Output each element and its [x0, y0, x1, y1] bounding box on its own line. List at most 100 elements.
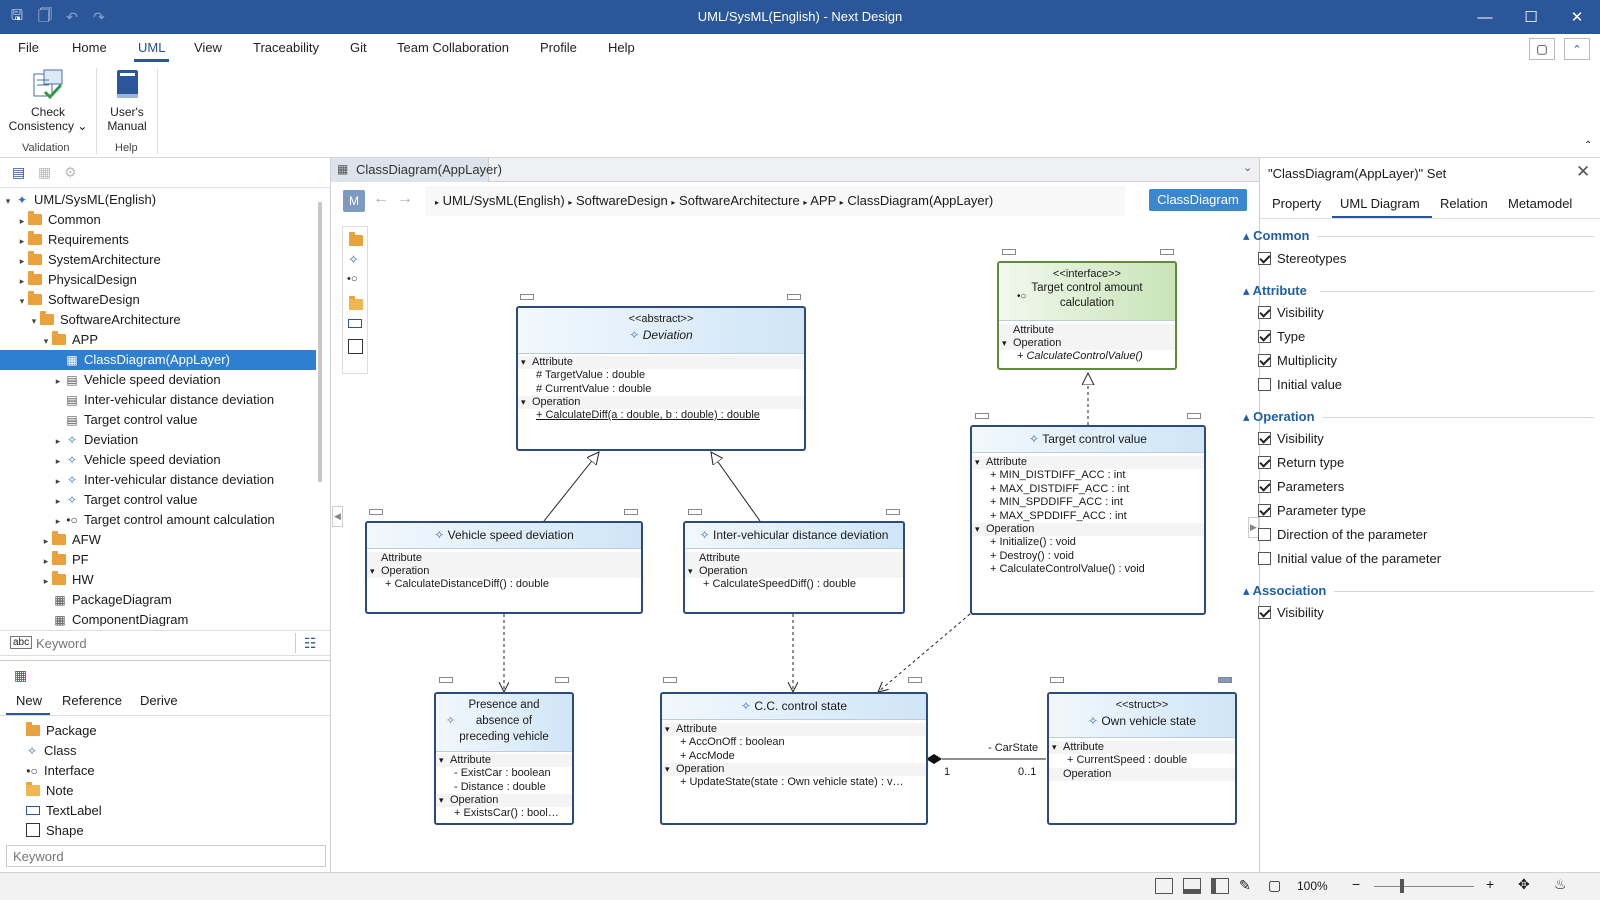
comment-icon[interactable]: ▢: [1529, 38, 1555, 60]
maximize-button[interactable]: ☐: [1524, 9, 1538, 26]
operation-item[interactable]: + CalculateDistanceDiff() : double: [385, 578, 549, 590]
attribute-section[interactable]: Attribute: [662, 723, 926, 736]
layout-icon[interactable]: ▤: [12, 164, 26, 180]
toolbox-icon[interactable]: ▦: [14, 667, 28, 683]
operation-section[interactable]: Operation: [436, 794, 572, 807]
resize-handle[interactable]: [688, 509, 702, 515]
tree-item-app[interactable]: ▾APP: [43, 331, 99, 347]
attribute-section[interactable]: Attribute: [685, 552, 903, 565]
checkbox[interactable]: [1258, 330, 1271, 343]
create-search-input[interactable]: [6, 845, 326, 867]
attribute-section[interactable]: Attribute: [367, 552, 641, 565]
attribute-item[interactable]: + MAX_SPDDIFF_ACC : int: [990, 509, 1127, 522]
edit-view-icon[interactable]: ✎: [1239, 877, 1251, 893]
checkbox[interactable]: [1258, 432, 1271, 445]
palette-note-icon[interactable]: [349, 296, 363, 310]
tree-item-target-control-value-diag[interactable]: ▤Target control value: [52, 410, 197, 430]
tab-derive[interactable]: Derive: [140, 693, 178, 708]
notification-bell-icon[interactable]: ♨: [1554, 876, 1567, 892]
checkbox[interactable]: [1258, 354, 1271, 367]
checkbox[interactable]: [1258, 252, 1271, 265]
interface-target-control-amount[interactable]: <<interface>> Target control amount calc…: [997, 261, 1177, 370]
attribute-section[interactable]: Attribute: [999, 324, 1175, 337]
resize-handle[interactable]: [975, 413, 989, 419]
tree-item-physicaldesign[interactable]: ▸PhysicalDesign: [19, 271, 137, 287]
breadcrumb-item[interactable]: APP: [810, 193, 837, 208]
tree-item-pf[interactable]: ▸PF: [43, 551, 89, 567]
new-interface[interactable]: •○Interface: [24, 763, 94, 778]
zoom-out-icon[interactable]: −: [1352, 876, 1361, 892]
collapse-ribbon-icon[interactable]: ⌃: [1564, 38, 1590, 60]
option-op-direction[interactable]: Direction of the parameter: [1258, 527, 1427, 542]
operation-item[interactable]: + ExistsCar() : bool…: [454, 807, 559, 819]
tree-item-componentdiagram[interactable]: ▦ComponentDiagram: [40, 610, 188, 626]
resize-handle[interactable]: [1218, 677, 1232, 683]
operation-section[interactable]: Operation: [1049, 767, 1235, 781]
left-splitter[interactable]: [330, 158, 331, 872]
operation-item[interactable]: + CalculateControlValue() : void: [990, 563, 1145, 575]
zoom-slider-thumb[interactable]: [1400, 879, 1404, 893]
menu-traceability[interactable]: Traceability: [253, 40, 319, 55]
minimize-button[interactable]: —: [1477, 8, 1493, 26]
operation-section[interactable]: Operation: [685, 565, 903, 578]
resize-handle[interactable]: [439, 677, 453, 683]
attribute-item[interactable]: + AccMode: [680, 749, 735, 762]
close-panel-icon[interactable]: ✕: [1576, 162, 1591, 181]
section-common[interactable]: ▴ Common: [1243, 228, 1310, 243]
link-icon[interactable]: ⚙: [64, 164, 77, 180]
tree-item-vehicle-speed-deviation-diag[interactable]: ▸▤Vehicle speed deviation: [52, 370, 221, 390]
attribute-item[interactable]: # TargetValue : double: [536, 369, 646, 381]
resize-handle[interactable]: [787, 294, 801, 300]
model-m-button[interactable]: M: [343, 190, 365, 212]
palette-class-icon[interactable]: ✧: [348, 252, 359, 267]
layout-split-icon[interactable]: [1211, 878, 1229, 894]
layout-left-icon[interactable]: [1155, 878, 1173, 894]
zoom-slider[interactable]: [1374, 886, 1474, 887]
option-op-parameter-type[interactable]: Parameter type: [1258, 503, 1366, 518]
tab-property[interactable]: Property: [1272, 196, 1322, 211]
collapse-left-icon[interactable]: ◀: [332, 506, 343, 527]
tree-item-inter-distance-diag[interactable]: ▤Inter-vehicular distance deviation: [52, 390, 274, 410]
copy-icon[interactable]: ▦: [38, 164, 52, 180]
class-deviation[interactable]: <<abstract>> ✧ Deviation Attribute # Tar…: [516, 306, 806, 451]
new-package[interactable]: Package: [26, 722, 97, 738]
check-consistency-button[interactable]: Check Consistency ⌄: [8, 68, 88, 133]
tree-item-deviation[interactable]: ▸✧Deviation: [52, 430, 138, 450]
tree-search-input[interactable]: [32, 633, 296, 653]
checkbox[interactable]: [1258, 504, 1271, 517]
tree-item-target-control-amount[interactable]: ▸•○Target control amount calculation: [52, 510, 275, 530]
palette-interface-icon[interactable]: •○: [347, 273, 358, 285]
attribute-item[interactable]: # CurrentValue : double: [536, 382, 652, 395]
attribute-item[interactable]: + MAX_DISTDIFF_ACC : int: [990, 482, 1130, 495]
option-op-param-initial-value[interactable]: Initial value of the parameter: [1258, 551, 1441, 566]
menu-uml[interactable]: UML: [133, 40, 170, 62]
class-inter-vehicular-distance-deviation[interactable]: ✧ Inter-vehicular distance deviation Att…: [683, 521, 905, 614]
section-attribute[interactable]: ▴ Attribute: [1243, 283, 1307, 298]
tab-relation[interactable]: Relation: [1440, 196, 1488, 211]
option-attr-initial-value[interactable]: Initial value: [1258, 377, 1342, 392]
operation-section[interactable]: Operation: [518, 396, 804, 409]
resize-handle[interactable]: [1002, 249, 1016, 255]
new-textlabel[interactable]: TextLabel: [26, 803, 102, 818]
option-op-visibility[interactable]: Visibility: [1258, 431, 1324, 446]
option-attr-type[interactable]: Type: [1258, 329, 1305, 344]
palette-textlabel-icon[interactable]: [348, 319, 362, 328]
tree-item-classdiagram-selected[interactable]: ▦ClassDiagram(AppLayer): [0, 350, 316, 370]
menu-home[interactable]: Home: [72, 40, 107, 55]
attribute-item[interactable]: + MIN_SPDDIFF_ACC : int: [990, 496, 1123, 508]
operation-item[interactable]: + CalculateDiff(a : double, b : double) …: [536, 409, 760, 421]
resize-handle[interactable]: [663, 677, 677, 683]
operation-item[interactable]: + Destroy() : void: [990, 549, 1075, 562]
checkbox[interactable]: [1258, 456, 1271, 469]
operation-item[interactable]: + Initialize() : void: [990, 536, 1076, 548]
palette-shape-icon[interactable]: [348, 339, 363, 354]
attribute-section[interactable]: Attribute: [518, 356, 804, 369]
option-attr-visibility[interactable]: Visibility: [1258, 305, 1324, 320]
resize-handle[interactable]: [520, 294, 534, 300]
class-vehicle-speed-deviation[interactable]: ✧ Vehicle speed deviation Attribute Oper…: [365, 521, 643, 614]
checkbox[interactable]: [1258, 306, 1271, 319]
option-stereotypes[interactable]: Stereotypes: [1258, 251, 1346, 266]
tree-item-target-control-value[interactable]: ▸✧Target control value: [52, 490, 198, 510]
attribute-section[interactable]: Attribute: [1049, 741, 1235, 754]
save-icon[interactable]: 🖫: [11, 7, 23, 23]
